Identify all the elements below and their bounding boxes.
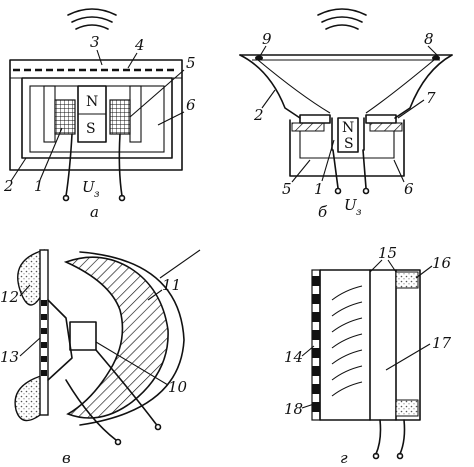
callout-3-a: 3 [90, 33, 100, 51]
voltage-label-a: U [82, 178, 96, 196]
voltage-label-b: U [344, 196, 358, 214]
callout-15-g: 15 [378, 244, 397, 262]
panel-g: 15 16 17 14 18 г [284, 244, 452, 467]
voltage-sub-a: з [94, 189, 99, 200]
callout-16-g: 16 [432, 254, 452, 272]
callout-2-a: 2 [3, 177, 14, 195]
caption-a: а [90, 203, 99, 221]
coil-right [109, 99, 131, 135]
magnet-housing-b [289, 119, 405, 177]
caption-v: в [62, 449, 71, 467]
sound-waves-a [67, 8, 117, 30]
pole-s-b: S [344, 136, 354, 152]
callout-13-v: 13 [0, 348, 19, 366]
housing-outer [9, 59, 183, 171]
pole-n-b: N [342, 120, 354, 136]
callout-14-g: 14 [284, 348, 303, 366]
electrode-dashes [312, 276, 320, 412]
callout-8-b: 8 [424, 30, 434, 48]
panel-a: N S U з 3 4 5 6 2 1 а [3, 8, 196, 221]
panel-v: 11 12 13 10 в [0, 249, 201, 467]
callout-5-a: 5 [186, 54, 196, 72]
hatched-magnet-11 [63, 256, 169, 419]
callout-6-b: 6 [404, 180, 414, 198]
callout-5-b: 5 [282, 180, 292, 198]
field-lines [331, 285, 363, 397]
panel-b: N S U з 9 8 7 2 5 1 6 б [239, 8, 453, 221]
callout-2-b: 2 [253, 106, 264, 124]
cone-right [394, 54, 453, 119]
element-10 [69, 321, 97, 351]
dotted-cap-bottom [395, 399, 419, 417]
caption-g: г [340, 449, 348, 467]
magnet-b [337, 117, 359, 153]
callout-18-g: 18 [284, 400, 303, 418]
callout-17-g: 17 [432, 334, 452, 352]
callout-6-a: 6 [186, 96, 196, 114]
pole-n-a: N [86, 94, 98, 110]
voltage-sub-b: з [356, 207, 361, 218]
callout-11-v: 11 [162, 276, 181, 294]
electrode-squares [41, 300, 47, 376]
callout-10-v: 10 [168, 378, 188, 396]
caption-b: б [318, 203, 328, 221]
sound-waves-b [317, 8, 367, 30]
electrode-strip-14 [311, 269, 321, 421]
callout-4-a: 4 [134, 36, 145, 54]
cone-left [239, 54, 301, 119]
pole-s-a: S [86, 121, 96, 137]
callout-1-b: 1 [314, 180, 324, 198]
callout-9-b: 9 [262, 30, 272, 48]
callout-1-a: 1 [34, 177, 44, 195]
dotted-cap-top-16 [395, 271, 419, 289]
callout-7-b: 7 [426, 89, 436, 107]
coil-left [54, 99, 76, 135]
callout-12-v: 12 [0, 288, 19, 306]
